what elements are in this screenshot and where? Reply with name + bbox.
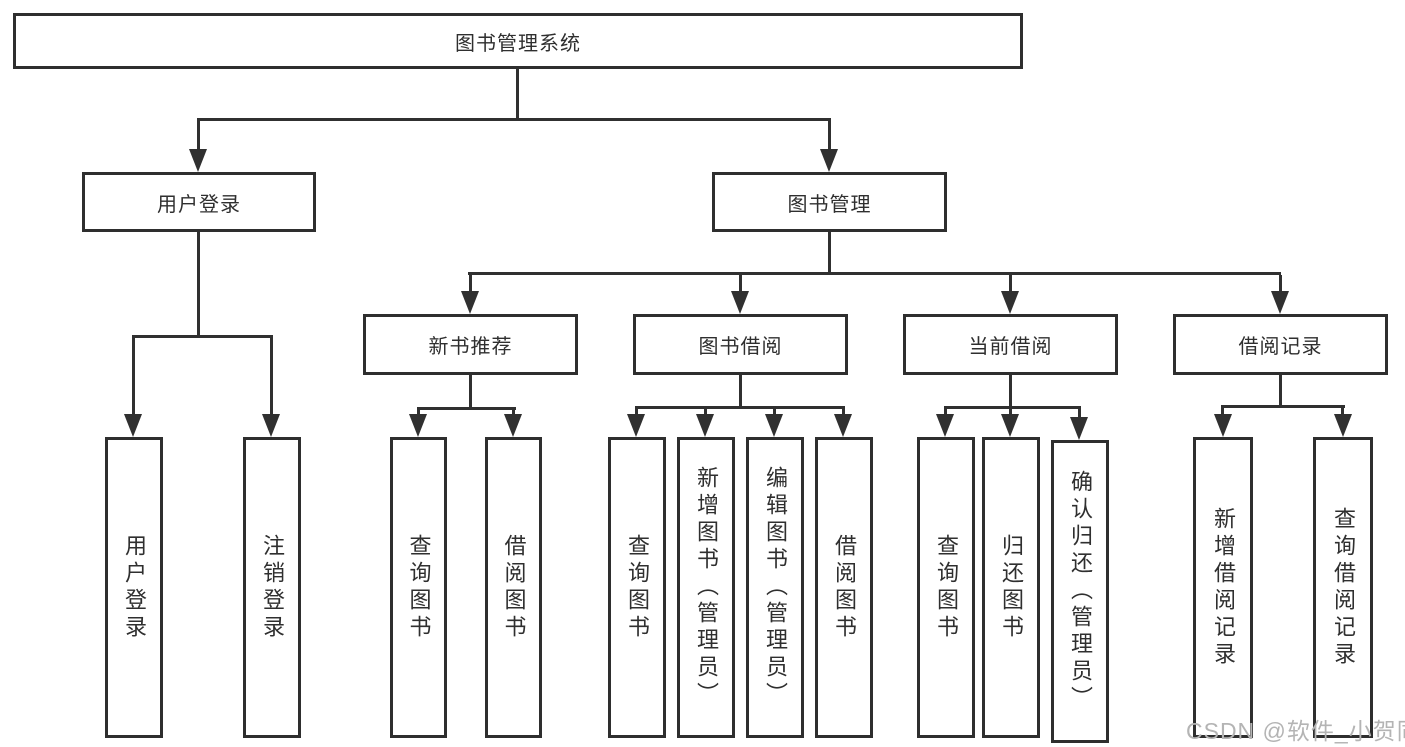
connector-line bbox=[739, 375, 742, 406]
connector-line bbox=[469, 375, 472, 407]
connector-line bbox=[842, 409, 845, 417]
connector-line bbox=[635, 406, 845, 409]
arrowhead-down-icon bbox=[1214, 414, 1232, 437]
connector-line bbox=[1009, 409, 1012, 417]
arrowhead-down-icon bbox=[1001, 414, 1019, 437]
connector-line bbox=[132, 338, 135, 414]
arrowhead-down-icon bbox=[409, 414, 427, 437]
connector-line bbox=[828, 232, 831, 272]
connector-line bbox=[1221, 408, 1224, 415]
node-leaf-edit-books-admin: 编辑图书（管理员） bbox=[746, 437, 804, 738]
connector-line bbox=[635, 409, 638, 417]
connector-line bbox=[468, 272, 1281, 275]
node-current-borrowing: 当前借阅 bbox=[903, 314, 1118, 375]
arrowhead-down-icon bbox=[834, 414, 852, 437]
connector-line bbox=[197, 232, 200, 335]
arrowhead-down-icon bbox=[696, 414, 714, 437]
connector-line bbox=[773, 409, 776, 417]
node-leaf-recommend-query-books: 查询图书 bbox=[390, 437, 447, 738]
node-leaf-query-borrow-record: 查询借阅记录 bbox=[1313, 437, 1373, 738]
node-leaf-borrow-books: 借阅图书 bbox=[815, 437, 873, 738]
arrowhead-down-icon bbox=[1001, 291, 1019, 314]
csdn-watermark: CSDN @软件_小贺同学 bbox=[1186, 718, 1405, 744]
connector-line bbox=[1279, 275, 1282, 293]
node-leaf-current-query-books: 查询图书 bbox=[917, 437, 975, 738]
arrowhead-down-icon bbox=[461, 291, 479, 314]
node-leaf-confirm-return-admin: 确认归还（管理员） bbox=[1051, 440, 1109, 743]
connector-line bbox=[1009, 275, 1012, 293]
node-leaf-borrow-query-books: 查询图书 bbox=[608, 437, 666, 738]
node-leaf-logout: 注销登录 bbox=[243, 437, 301, 738]
connector-line bbox=[417, 407, 516, 410]
connector-line bbox=[1078, 409, 1081, 420]
node-book-borrowing: 图书借阅 bbox=[633, 314, 848, 375]
arrowhead-down-icon bbox=[1070, 417, 1088, 440]
arrowhead-down-icon bbox=[189, 149, 207, 172]
connector-line bbox=[739, 275, 742, 293]
node-leaf-return-books: 归还图书 bbox=[982, 437, 1040, 738]
node-book-management: 图书管理 bbox=[712, 172, 947, 232]
node-leaf-recommend-borrow-books: 借阅图书 bbox=[485, 437, 542, 738]
arrowhead-down-icon bbox=[627, 414, 645, 437]
arrowhead-down-icon bbox=[504, 414, 522, 437]
node-library-management-system: 图书管理系统 bbox=[13, 13, 1023, 69]
arrowhead-down-icon bbox=[731, 291, 749, 314]
connector-line bbox=[417, 410, 420, 417]
connector-line bbox=[828, 121, 831, 151]
arrowhead-down-icon bbox=[262, 414, 280, 437]
connector-line bbox=[1009, 375, 1012, 406]
arrowhead-down-icon bbox=[1334, 414, 1352, 437]
connector-line bbox=[197, 121, 200, 151]
node-leaf-user-login: 用户登录 bbox=[105, 437, 163, 738]
connector-line bbox=[704, 409, 707, 417]
node-new-book-recommend: 新书推荐 bbox=[363, 314, 578, 375]
arrowhead-down-icon bbox=[124, 414, 142, 437]
arrowhead-down-icon bbox=[936, 414, 954, 437]
arrowhead-down-icon bbox=[1271, 291, 1289, 314]
connector-line bbox=[516, 69, 519, 118]
connector-line bbox=[270, 338, 273, 414]
connector-line bbox=[132, 335, 273, 338]
connector-line bbox=[1341, 408, 1344, 415]
arrowhead-down-icon bbox=[765, 414, 783, 437]
node-leaf-add-borrow-record: 新增借阅记录 bbox=[1193, 437, 1253, 738]
connector-line bbox=[944, 409, 947, 417]
connector-line bbox=[1279, 375, 1282, 405]
node-leaf-add-books-admin: 新增图书（管理员） bbox=[677, 437, 735, 738]
node-borrowing-records: 借阅记录 bbox=[1173, 314, 1388, 375]
connector-line bbox=[197, 118, 831, 121]
connector-line bbox=[512, 410, 515, 417]
arrowhead-down-icon bbox=[820, 149, 838, 172]
connector-line bbox=[944, 406, 1081, 409]
connector-line bbox=[1221, 405, 1345, 408]
node-user-login: 用户登录 bbox=[82, 172, 316, 232]
connector-line bbox=[469, 275, 472, 293]
